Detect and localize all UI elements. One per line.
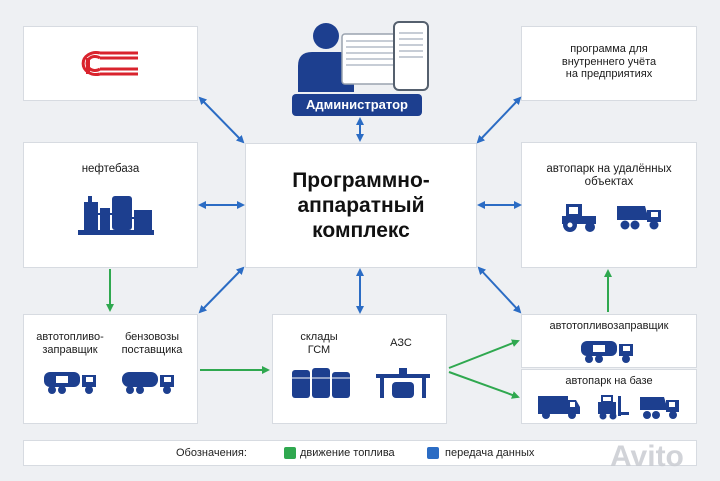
center-box: [245, 143, 477, 268]
legend-data-label: передача данных: [445, 447, 535, 459]
arrow-program-center: [476, 96, 522, 144]
legend-box: [23, 440, 697, 466]
one-c-box: [23, 26, 198, 101]
internal-program-label: программа для внутреннего учёта на предп…: [521, 43, 697, 81]
center-title: Программно- аппаратный комплекс: [245, 143, 477, 268]
base-dump-truck-icon: [640, 397, 679, 419]
one-c-logo: [81, 51, 138, 76]
fuel-storage-tanks-icon: [292, 368, 350, 398]
remote-fleet-line-2: объектах: [584, 176, 634, 189]
oil-depot-label: нефтебаза: [81, 163, 140, 175]
legend-fuel-swatch: [284, 447, 296, 459]
supplier-left-line-1: автотопливо-: [36, 331, 104, 343]
internal-program-line-2: внутреннего учёта: [561, 55, 657, 68]
base-fleet-label: автопарк на базе: [565, 375, 653, 387]
fuel-truck-icon: [581, 341, 633, 363]
supplier-left-label: автотопливо- заправщик: [28, 331, 112, 356]
storage-right-label: АЗС: [390, 337, 412, 349]
internal-program-line-1: программа для: [570, 43, 648, 55]
admin-person-icon: [298, 21, 429, 92]
storage-left-line-2: ГСМ: [307, 343, 331, 356]
fuel-truck-label: автотопливозаправщик: [549, 320, 669, 332]
admin-label: Администратор: [292, 94, 422, 116]
supplier-right-line-1: бензовозы: [124, 331, 180, 343]
legend-data-swatch: [427, 447, 439, 459]
internal-program-box: [521, 26, 697, 101]
center-title-line-1: Программно-: [292, 168, 430, 192]
legend-title: Обозначения:: [176, 447, 247, 459]
storage-box: [272, 314, 447, 424]
arrow-supplier-center: [198, 266, 245, 314]
arrow-1c-center: [198, 96, 245, 144]
center-title-line-3: комплекс: [312, 219, 410, 243]
supplier-left-line-2: заправщик: [42, 343, 98, 356]
remote-fleet-label: автопарк на удалённых объектах: [521, 163, 697, 189]
supplier-right-line-2: поставщика: [121, 343, 183, 356]
supplier-right-label: бензовозы поставщика: [110, 331, 194, 356]
remote-fleet-line-1: автопарк на удалённых: [546, 163, 672, 175]
arrow-fueltruck-center: [477, 266, 522, 314]
dump-truck-icon: [617, 206, 661, 230]
center-title-line-2: аппаратный: [297, 193, 425, 217]
supplier-tanker-icon: [122, 372, 174, 394]
arrow-storage-fueltruck: [448, 339, 520, 369]
oil-depot-box: [23, 142, 198, 268]
fuel-truck-box: [521, 314, 697, 368]
remote-fleet-box: [521, 142, 697, 268]
gas-station-icon: [376, 368, 430, 398]
internal-program-line-3: на предприятиях: [565, 68, 653, 81]
supplier-fuel-truck-icon: [44, 372, 96, 394]
supplier-box: [23, 314, 198, 424]
storage-left-label: склады ГСМ: [284, 331, 354, 356]
van-icon: [538, 396, 580, 419]
storage-left-line-1: склады: [300, 331, 338, 343]
arrow-storage-basefleet: [448, 371, 520, 399]
oil-depot-icon: [78, 196, 154, 235]
tractor-icon: [562, 204, 596, 232]
forklift-icon: [598, 395, 629, 420]
legend-fuel-label: движение топлива: [300, 447, 395, 459]
avito-watermark: Avito: [610, 440, 684, 473]
